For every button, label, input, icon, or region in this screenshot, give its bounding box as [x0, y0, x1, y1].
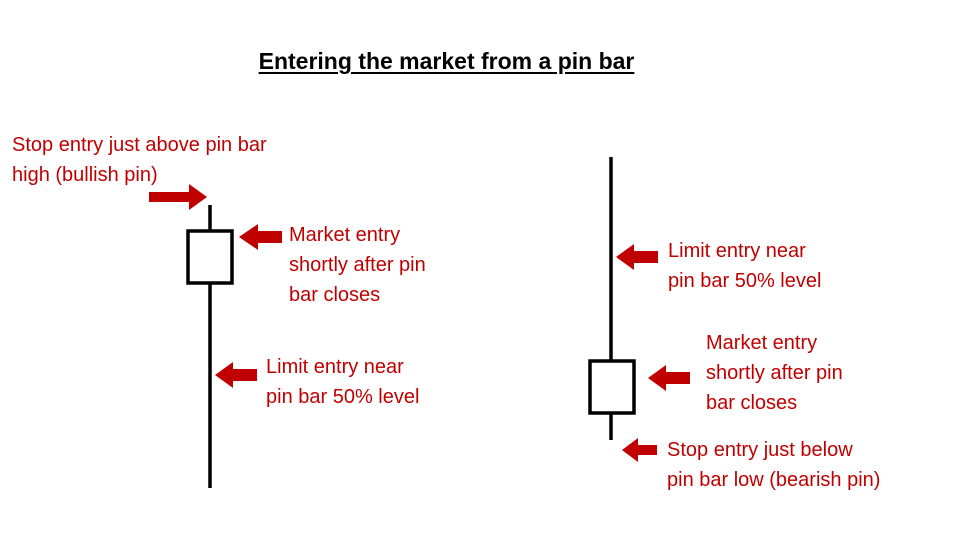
bullish-limit-entry-label: Limit entry near pin bar 50% level [266, 352, 419, 412]
label-line: pin bar 50% level [668, 270, 822, 292]
arrow-right-icon [149, 184, 207, 210]
bearish-market-entry-label: Market entry shortly after pin bar close… [706, 328, 843, 418]
bullish-stop-entry-label: Stop entry just above pin bar high (bull… [12, 130, 267, 190]
label-line: Stop entry just below [667, 439, 853, 461]
bearish-stop-entry-label: Stop entry just below pin bar low (beari… [667, 435, 880, 495]
bearish-pin-body [588, 359, 636, 415]
label-line: Market entry [706, 332, 818, 354]
label-line: pin bar low (bearish pin) [667, 469, 881, 491]
bullish-pin-bar [186, 205, 234, 488]
label-line: Stop entry just above pin bar [12, 134, 267, 156]
label-line: high (bullish pin) [12, 164, 158, 186]
label-line: shortly after pin [289, 254, 426, 276]
label-line: shortly after pin [706, 362, 843, 384]
arrow-left-icon [215, 362, 257, 388]
diagram-title: Entering the market from a pin bar [258, 48, 635, 74]
label-line: Market entry [289, 224, 401, 246]
arrow-left-icon [622, 438, 657, 462]
bullish-market-entry-label: Market entry shortly after pin bar close… [289, 220, 426, 310]
label-line: bar closes [706, 392, 798, 414]
arrow-left-icon [239, 224, 282, 250]
bearish-pin-bar [588, 157, 636, 440]
label-line: Limit entry near [668, 240, 806, 262]
label-line: Limit entry near [266, 356, 404, 378]
arrow-left-icon [616, 244, 658, 270]
label-line: bar closes [289, 284, 381, 306]
bullish-pin-body [186, 229, 234, 285]
bearish-limit-entry-label: Limit entry near pin bar 50% level [668, 236, 821, 296]
arrow-left-icon [648, 365, 690, 391]
label-line: pin bar 50% level [266, 386, 420, 408]
